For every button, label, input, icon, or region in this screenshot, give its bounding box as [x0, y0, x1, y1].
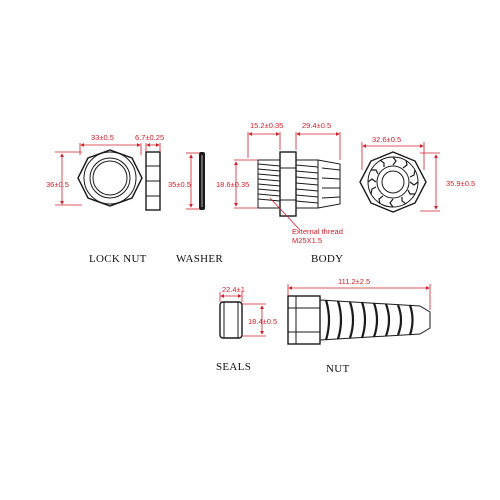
body-side-dim: 18.6±0.35 — [216, 180, 249, 189]
body-side-view — [234, 132, 341, 231]
thread-note-line2: M25X1.5 — [292, 236, 322, 245]
lock-nut-thickness-dim: 6.7±0.25 — [135, 133, 164, 142]
lock-nut-height-dim: 36±0.5 — [46, 180, 69, 189]
washer-label: WASHER — [176, 253, 223, 265]
body-end-height-dim: 35.9±0.5 — [446, 179, 475, 188]
lock-nut-width-dim: 33±0.5 — [91, 133, 114, 142]
body-label: BODY — [311, 253, 343, 265]
body-end-width-dim: 32.6±0.5 — [372, 135, 401, 144]
nut-label: NUT — [326, 363, 350, 375]
seals-height-dim: 18.4±0.5 — [248, 317, 277, 326]
nut-side-view — [287, 284, 431, 345]
washer-view — [186, 152, 205, 210]
nut-length-dim: 111.2±2.5 — [338, 277, 370, 286]
thread-note-line1: External thread — [292, 227, 343, 236]
body-length-dim: 29.4±0.5 — [302, 121, 331, 130]
lock-nut-label: LOCK NUT — [89, 253, 147, 265]
seals-width-dim: 22.4±1 — [222, 285, 245, 294]
washer-height-dim: 35±0.5 — [168, 180, 191, 189]
body-top-dim: 15.2±0.35 — [250, 121, 283, 130]
seals-label: SEALS — [216, 361, 251, 373]
body-end-view — [359, 142, 440, 213]
lock-nut-front-view — [55, 143, 143, 207]
seals-view — [219, 292, 266, 339]
lock-nut-side-view — [145, 143, 161, 211]
